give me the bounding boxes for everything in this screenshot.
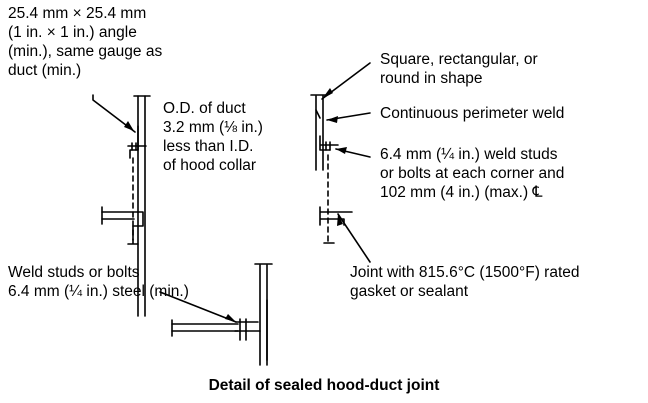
right-joint-detail <box>310 94 353 244</box>
leader-weld-studs <box>159 291 237 323</box>
weld-note: Continuous perimeter weld <box>380 105 565 122</box>
right-flange <box>319 206 353 226</box>
arrowheads <box>124 88 347 322</box>
bottom-duct-wall <box>259 264 268 366</box>
leader-joint <box>337 213 371 263</box>
left-weld-stud <box>127 142 147 151</box>
shape-note: Square, rectangular, or round in shape <box>380 51 538 87</box>
angle-note: 25.4 mm × 25.4 mm (1 in. × 1 in.) angle … <box>8 5 163 79</box>
right-angle <box>319 135 331 151</box>
leader-angle <box>92 94 136 133</box>
joint-note: Joint with 815.6°C (1500°F) rated gasket… <box>350 264 580 300</box>
od-note: O.D. of duct 3.2 mm (⅛ in.) less than I.… <box>163 100 263 174</box>
right-duct-wall <box>315 95 324 171</box>
right-weld-stud <box>320 141 339 151</box>
diagram-caption: Detail of sealed hood-duct joint <box>208 377 440 394</box>
bottom-hood-flange <box>171 323 239 332</box>
weld-studs-note: Weld studs or bolts 6.4 mm (¼ in.) steel… <box>8 264 189 300</box>
bottom-joint-detail <box>171 263 273 366</box>
bottom-weld-stud <box>235 318 259 341</box>
left-flange <box>101 211 144 227</box>
studs-note: 6.4 mm (¼ in.) weld studs or bolts at ea… <box>380 146 565 201</box>
left-bottom-stud <box>127 225 139 245</box>
right-weld-mark <box>315 109 321 119</box>
left-joint-detail <box>101 95 151 317</box>
